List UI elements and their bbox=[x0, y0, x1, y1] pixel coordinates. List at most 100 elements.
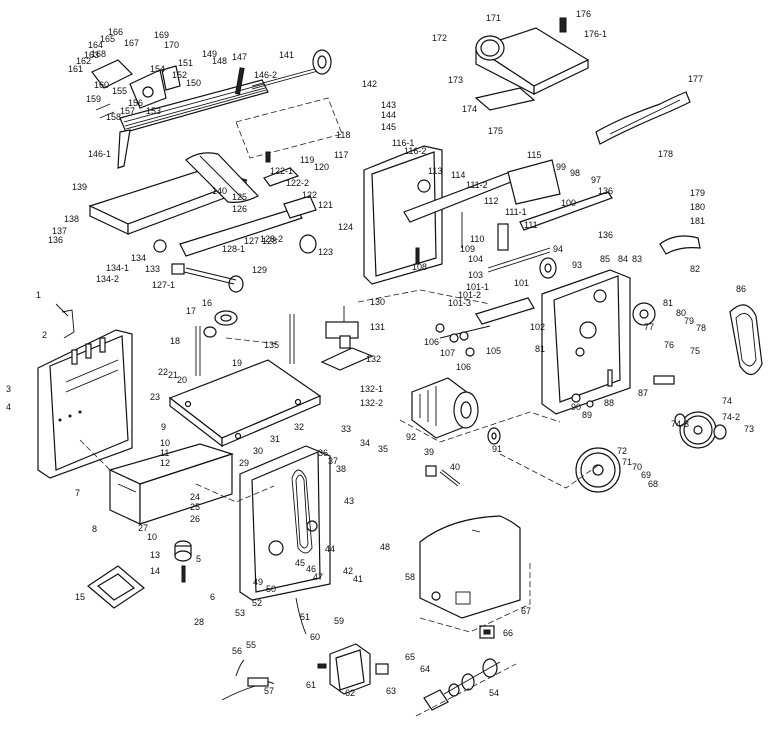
dust-hood-171 bbox=[474, 17, 590, 95]
callout-label: 8 bbox=[92, 524, 97, 534]
callout-label: 77 bbox=[644, 322, 654, 332]
callout-label: 12 bbox=[160, 458, 170, 468]
callout-label: 157 bbox=[120, 106, 135, 116]
infeed-table-139 bbox=[88, 167, 248, 235]
callout-label: 123 bbox=[318, 247, 333, 257]
dust-plate-174 bbox=[474, 87, 536, 111]
callout-label: 21 bbox=[168, 370, 178, 380]
clamp-121 bbox=[263, 151, 317, 219]
callout-label: 148 bbox=[212, 56, 227, 66]
cable-51 bbox=[295, 597, 307, 635]
callout-label: 176 bbox=[576, 9, 591, 19]
callout-label: 109 bbox=[460, 244, 475, 254]
callout-label: 166 bbox=[108, 27, 123, 37]
callout-label: 122-1 bbox=[270, 166, 293, 176]
base-7 bbox=[108, 443, 234, 525]
power-cord-57 bbox=[221, 659, 275, 701]
callout-label: 49 bbox=[253, 577, 263, 587]
callout-label: 90 bbox=[571, 402, 581, 412]
callout-label: 79 bbox=[684, 316, 694, 326]
callout-label: 143 bbox=[381, 100, 396, 110]
callout-label: 13 bbox=[150, 550, 160, 560]
callout-label: 17 bbox=[186, 306, 196, 316]
callout-label: 74-3 bbox=[671, 419, 689, 429]
callout-label: 136 bbox=[598, 186, 613, 196]
callout-label: 10 bbox=[160, 438, 170, 448]
callout-label: 115 bbox=[527, 150, 541, 160]
callout-label: 155 bbox=[112, 86, 127, 96]
bracket-2 bbox=[55, 303, 75, 339]
callout-label: 15 bbox=[75, 592, 85, 602]
callout-label: 50 bbox=[266, 584, 276, 594]
blade-guard-177 bbox=[595, 91, 691, 145]
callout-label: 116-2 bbox=[404, 146, 426, 156]
callout-label: 88 bbox=[604, 398, 614, 408]
callout-label: 102 bbox=[530, 322, 545, 332]
callout-label: 9 bbox=[161, 422, 166, 432]
callout-label: 19 bbox=[232, 358, 242, 368]
callout-label: 107 bbox=[440, 348, 455, 358]
left-stand-3 bbox=[37, 329, 133, 479]
callout-label: 16 bbox=[202, 298, 212, 308]
side-cover-58 bbox=[419, 515, 521, 619]
callout-label: 64 bbox=[420, 664, 430, 674]
callout-label: 134-2 bbox=[96, 274, 119, 284]
feed-roller-94 bbox=[487, 247, 557, 279]
callout-label: 47 bbox=[313, 572, 323, 582]
sprocket-80 bbox=[632, 302, 656, 326]
callout-label: 40 bbox=[450, 462, 460, 472]
callout-label: 144 bbox=[381, 110, 396, 120]
callout-label: 132-2 bbox=[360, 398, 383, 408]
callout-label: 180 bbox=[690, 202, 705, 212]
callout-label: 54 bbox=[489, 688, 499, 698]
callout-label: 62 bbox=[345, 688, 355, 698]
callout-label: 30 bbox=[253, 446, 263, 456]
callout-label: 132-1 bbox=[360, 384, 383, 394]
callout-label: 11 bbox=[160, 448, 169, 458]
callout-label: 56 bbox=[232, 646, 242, 656]
rod-assembly-101 bbox=[435, 297, 535, 357]
callout-label: 104 bbox=[468, 254, 483, 264]
callout-label: 178 bbox=[658, 149, 673, 159]
callout-label: 179 bbox=[690, 188, 705, 198]
right-stand-114 bbox=[363, 145, 443, 285]
callout-label: 167 bbox=[124, 38, 139, 48]
callout-label: 101-2 bbox=[458, 290, 481, 300]
chain-wheels-72-74 bbox=[575, 375, 727, 493]
callout-label: 27 bbox=[138, 523, 148, 533]
shaft-assembly-54 bbox=[415, 658, 517, 717]
callout-label: 60 bbox=[310, 632, 320, 642]
callout-label: 36 bbox=[318, 448, 328, 458]
callout-label: 117 bbox=[334, 150, 348, 160]
callout-label: 65 bbox=[405, 652, 415, 662]
callout-label: 134 bbox=[131, 253, 146, 263]
callout-label: 146-1 bbox=[88, 149, 111, 159]
callout-label: 131 bbox=[370, 322, 385, 332]
callout-label: 84 bbox=[618, 254, 628, 264]
callout-label: 177 bbox=[688, 74, 703, 84]
callout-label: 145 bbox=[381, 122, 396, 132]
callout-label: 111 bbox=[524, 220, 538, 230]
callout-label: 10 bbox=[147, 532, 157, 542]
callout-label: 18 bbox=[170, 336, 180, 346]
callout-label: 74-2 bbox=[722, 412, 740, 422]
callout-label: 152 bbox=[172, 70, 187, 80]
callout-label: 147 bbox=[232, 52, 247, 62]
callout-label: 70 bbox=[632, 462, 642, 472]
callout-label: 28 bbox=[194, 617, 204, 627]
callout-label: 23 bbox=[150, 392, 160, 402]
callout-label: 105 bbox=[486, 346, 501, 356]
outfeed-rod bbox=[251, 49, 332, 90]
callout-label: 173 bbox=[448, 75, 463, 85]
callout-label: 169 bbox=[154, 30, 169, 40]
callout-labels: 1234567891011121013141516171819202122232… bbox=[6, 9, 754, 698]
callout-label: 118 bbox=[336, 130, 350, 140]
callout-label: 165 bbox=[100, 34, 115, 44]
callout-label: 59 bbox=[334, 616, 344, 626]
callout-label: 128-1 bbox=[222, 244, 245, 254]
callout-label: 44 bbox=[325, 544, 335, 554]
callout-label: 6 bbox=[210, 592, 215, 602]
callout-label: 94 bbox=[553, 244, 563, 254]
callout-label: 127 bbox=[244, 236, 259, 246]
gear-side-frame-81 bbox=[541, 269, 631, 415]
